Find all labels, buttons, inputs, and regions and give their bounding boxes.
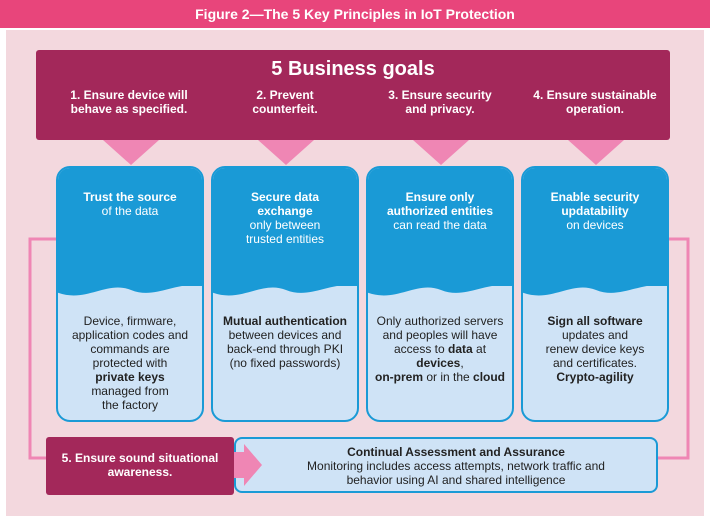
goal-3-line-1: 3. Ensure security xyxy=(388,88,492,102)
card-3-header-bold-1: Ensure only xyxy=(405,190,475,204)
card-2-body-line-2: between devices and xyxy=(228,328,342,342)
card-2-body-line-1: Mutual authentication xyxy=(223,314,347,328)
card-4-header-wave xyxy=(523,278,667,296)
goal-2-line-2: counterfeit. xyxy=(252,102,318,116)
card-1-header-text-1: of the data xyxy=(101,204,159,218)
assessment-line-1: Monitoring includes access attempts, net… xyxy=(307,459,605,473)
card-1-body-line-3: commands are xyxy=(90,342,170,356)
card-1-body-line-4: protected with xyxy=(92,356,168,370)
card-4-header-bold-2: updatability xyxy=(561,204,629,218)
assessment-text: Continual Assessment and Assurance Monit… xyxy=(266,445,646,487)
card-4-body-line-1: Sign all software xyxy=(547,314,643,328)
goal-1: 1. Ensure device will behave as specifie… xyxy=(54,88,204,116)
card-3-body-line-2: and peoples will have xyxy=(382,328,498,342)
card-3-body-line-3: access to data at devices, xyxy=(393,342,487,370)
goal-4: 4. Ensure sustainable operation. xyxy=(520,88,670,116)
goal-3-line-2: and privacy. xyxy=(405,102,475,116)
awareness-line-1: 5. Ensure sound situational xyxy=(61,451,219,465)
business-goals-box: 5 Business goals 1. Ensure device will b… xyxy=(36,50,670,140)
goal-4-line-2: operation. xyxy=(565,102,624,116)
goal-1-line-1: 1. Ensure device will xyxy=(70,88,188,102)
card-3-header-text-1: can read the data xyxy=(393,218,487,232)
card-1-body-line-2: application codes and xyxy=(71,328,189,342)
card-2-header-text-2: trusted entities xyxy=(245,232,325,246)
card-1-body-line-1: Device, firmware, xyxy=(83,314,177,328)
down-arrow-3 xyxy=(413,126,469,165)
card-3-header-wave xyxy=(368,278,512,296)
card-2-body-line-4: (no fixed passwords) xyxy=(229,356,341,370)
card-4-header-bold-1: Enable security xyxy=(550,190,640,204)
figure-title: Figure 2—The 5 Key Principles in IoT Pro… xyxy=(0,0,710,28)
card-1-body-line-6: managed from xyxy=(91,384,169,398)
down-arrows xyxy=(103,126,624,165)
situational-awareness-box: 5. Ensure sound situational awareness. xyxy=(46,437,234,495)
down-arrow-1 xyxy=(103,126,159,165)
card-2-header-bold-1: Secure data xyxy=(250,190,320,204)
assessment-box: Continual Assessment and Assurance Monit… xyxy=(234,437,658,493)
down-arrow-2 xyxy=(258,126,314,165)
down-arrow-4 xyxy=(568,126,624,165)
business-goals-title: 5 Business goals xyxy=(271,58,435,80)
assessment-line-2: behavior using AI and shared intelligenc… xyxy=(346,473,566,487)
card-2-header-wave xyxy=(213,278,357,296)
card-4-body-line-3: renew device keys xyxy=(545,342,645,356)
card-1-body-line-7: the factory xyxy=(101,398,159,412)
card-3-header-bold-2: authorized entities xyxy=(386,204,493,218)
goal-1-line-2: behave as specified. xyxy=(70,102,188,116)
card-1-header-bold-1: Trust the source xyxy=(83,190,177,204)
goal-4-line-1: 4. Ensure sustainable xyxy=(533,88,657,102)
card-1-body-line-5: private keys xyxy=(95,370,165,384)
card-1-header-wave xyxy=(58,278,202,296)
awareness-line-2: awareness. xyxy=(107,465,173,479)
card-2-header-bold-2: exchange xyxy=(257,204,313,218)
right-arrow-to-assessment xyxy=(232,444,262,486)
goal-3: 3. Ensure security and privacy. xyxy=(365,88,515,116)
card-4-body-line-2: updates and xyxy=(561,328,629,342)
card-3-body-line-1: Only authorized servers xyxy=(376,314,504,328)
right-loop-line xyxy=(658,237,690,460)
card-4-header-text-1: on devices xyxy=(566,218,624,232)
goal-2-line-1: 2. Prevent xyxy=(256,88,314,102)
card-4-body-line-5: Crypto-agility xyxy=(556,370,634,384)
card-2-body-line-3: back-end through PKI xyxy=(226,342,344,356)
goal-2: 2. Prevent counterfeit. xyxy=(210,88,360,116)
card-4-body-line-4: and certificates. xyxy=(552,356,638,370)
left-loop-line xyxy=(28,237,60,460)
card-2-header-text-1: only between xyxy=(249,218,321,232)
card-3-body-line-4: on-prem or in the cloud xyxy=(374,370,506,384)
assessment-title: Continual Assessment and Assurance xyxy=(347,445,565,459)
